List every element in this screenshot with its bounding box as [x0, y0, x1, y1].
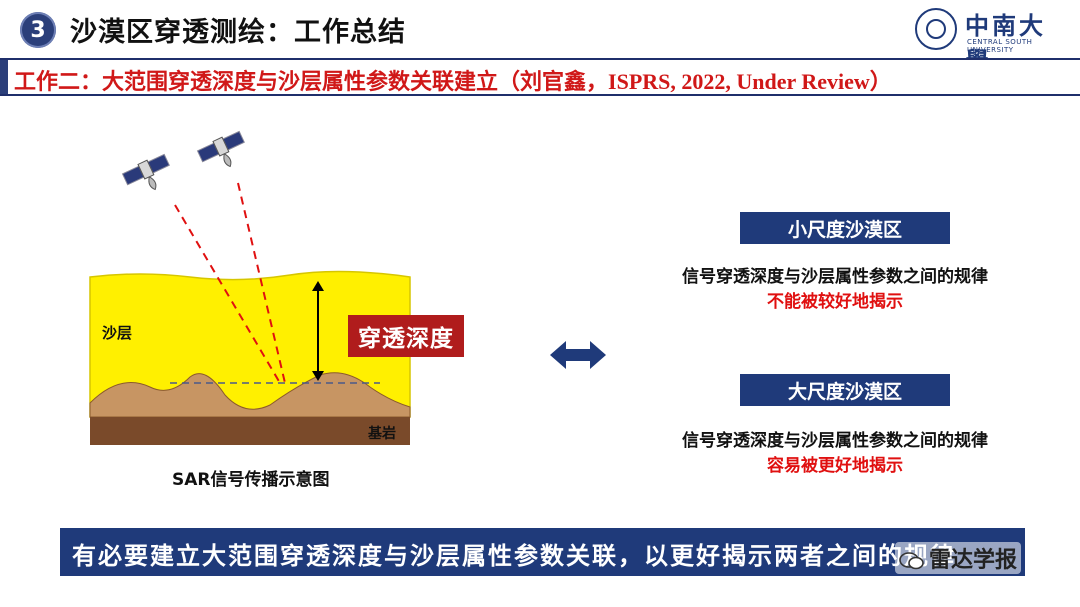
large-scale-desert-badge: 大尺度沙漠区	[740, 374, 950, 406]
diagram-svg: 沙层 基岩	[89, 130, 411, 445]
small-scale-desc-line1: 信号穿透深度与沙层属性参数之间的规律	[682, 267, 988, 287]
watermark-text: 雷达学报	[929, 548, 1018, 573]
sand-layer-label: 沙层	[102, 324, 132, 342]
wechat-icon	[899, 552, 924, 570]
small-scale-desert-badge: 小尺度沙漠区	[740, 212, 950, 244]
satellite-icon-right	[196, 130, 245, 168]
subtitle-cn: 工作二：大范围穿透深度与沙层属性参数关联建立（刘官鑫，	[14, 70, 609, 95]
penetration-depth-label: 穿透深度	[348, 315, 464, 357]
double-arrow-icon	[550, 341, 606, 369]
university-name-en: CENTRAL SOUTH UNIVERSITY	[967, 38, 1033, 54]
small-scale-desc-line2: 不能被较好地揭示	[767, 292, 903, 312]
radar-beam-2	[237, 182, 286, 384]
diagram-caption: SAR信号传播示意图	[172, 470, 330, 490]
watermark: 雷达学报	[895, 542, 1022, 574]
sar-propagation-diagram: 沙层 基岩 穿透深度	[80, 125, 540, 455]
section-number-badge: 3	[20, 12, 56, 48]
subtitle-bar: 工作二：大范围穿透深度与沙层属性参数关联建立（刘官鑫，ISPRS, 2022, …	[0, 58, 1080, 96]
bedrock-hills	[89, 372, 411, 418]
radar-beam-1	[174, 204, 281, 384]
subtitle-citation: ISPRS, 2022, Under Review）	[608, 69, 892, 94]
conclusion-text: 有必要建立大范围穿透深度与沙层属性参数关联，以更好揭示两者之间的规律	[72, 542, 956, 570]
university-logo: 中南大學 CENTRAL SOUTH UNIVERSITY	[915, 8, 1065, 75]
penetration-depth-arrow	[312, 281, 324, 381]
subtitle: 工作二：大范围穿透深度与沙层属性参数关联建立（刘官鑫，ISPRS, 2022, …	[14, 64, 892, 96]
conclusion-bar: 有必要建立大范围穿透深度与沙层属性参数关联，以更好揭示两者之间的规律	[60, 528, 1025, 576]
slide-header: 3 沙漠区穿透测绘：工作总结 中南大學 CENTRAL SOUTH UNIVER…	[0, 0, 1080, 75]
large-scale-desc-line1: 信号穿透深度与沙层属性参数之间的规律	[682, 431, 988, 451]
slide-title: 沙漠区穿透测绘：工作总结	[70, 17, 406, 48]
large-scale-desc-line2: 容易被更好地揭示	[767, 456, 903, 476]
bedrock-layer	[90, 417, 410, 445]
university-seal-icon	[915, 8, 957, 50]
bedrock-label: 基岩	[368, 425, 396, 442]
satellite-icon-left	[121, 153, 170, 191]
